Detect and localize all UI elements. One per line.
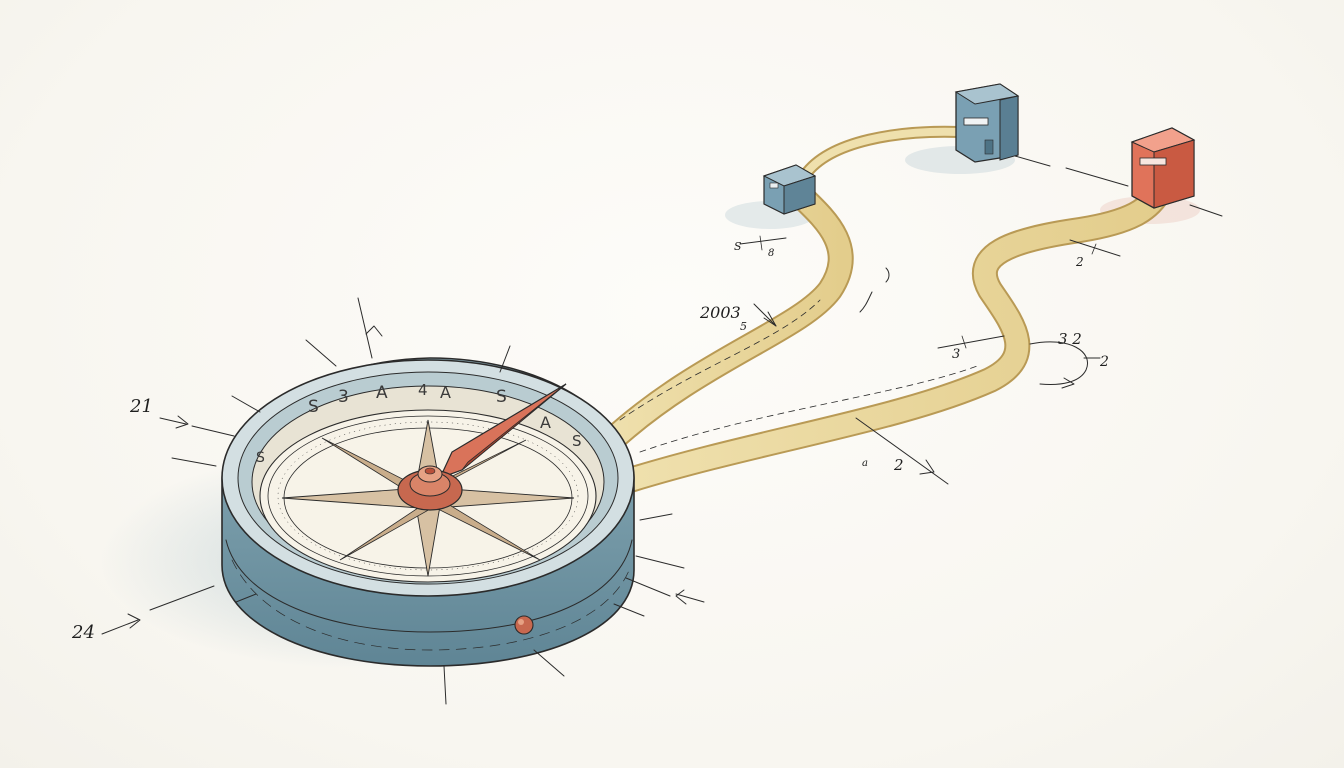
dial-letter: S	[572, 432, 582, 450]
label-2003-sub: 5	[740, 320, 747, 333]
compass-icon: S 3 A 4 S A S A S	[221, 357, 635, 667]
label-small-b: 8	[768, 248, 774, 259]
label-2-bottom: 2	[893, 456, 904, 474]
dial-letters: S 3 A 4 S A S A S	[256, 381, 582, 466]
label-2-top-right: 2	[1075, 255, 1084, 269]
dial-letter: A	[376, 383, 388, 403]
winding-ribbon	[599, 125, 1173, 493]
blue-box-icon	[762, 164, 817, 215]
label-3-left: 3	[952, 347, 960, 362]
dial-letter: 4	[418, 381, 428, 399]
red-box-icon	[1065, 127, 1223, 217]
annotation-labels: 21 24 2003 5 3 2 2 3 2 2 S a 8	[71, 240, 1109, 643]
blue-building-icon	[954, 83, 1051, 167]
dial-letter: A	[540, 413, 551, 432]
label-small-a: a	[862, 458, 868, 469]
label-3-2: 3 2	[1058, 330, 1082, 348]
dial-letter: A	[440, 383, 451, 402]
compass-side-button	[514, 615, 534, 635]
compass-hub	[397, 465, 463, 511]
label-s-left: S	[734, 240, 742, 253]
dial-letter: S	[256, 450, 265, 466]
label-2-right: 2	[1099, 354, 1109, 370]
label-24: 24	[71, 622, 95, 643]
dial-letter: S	[308, 397, 319, 417]
compass-needle	[438, 383, 567, 480]
dial-letter: 3	[338, 387, 349, 407]
dial-letter: S	[496, 387, 507, 407]
label-21: 21	[129, 396, 153, 417]
label-2003: 2003	[699, 303, 741, 322]
annotation-strokes	[101, 235, 1121, 705]
